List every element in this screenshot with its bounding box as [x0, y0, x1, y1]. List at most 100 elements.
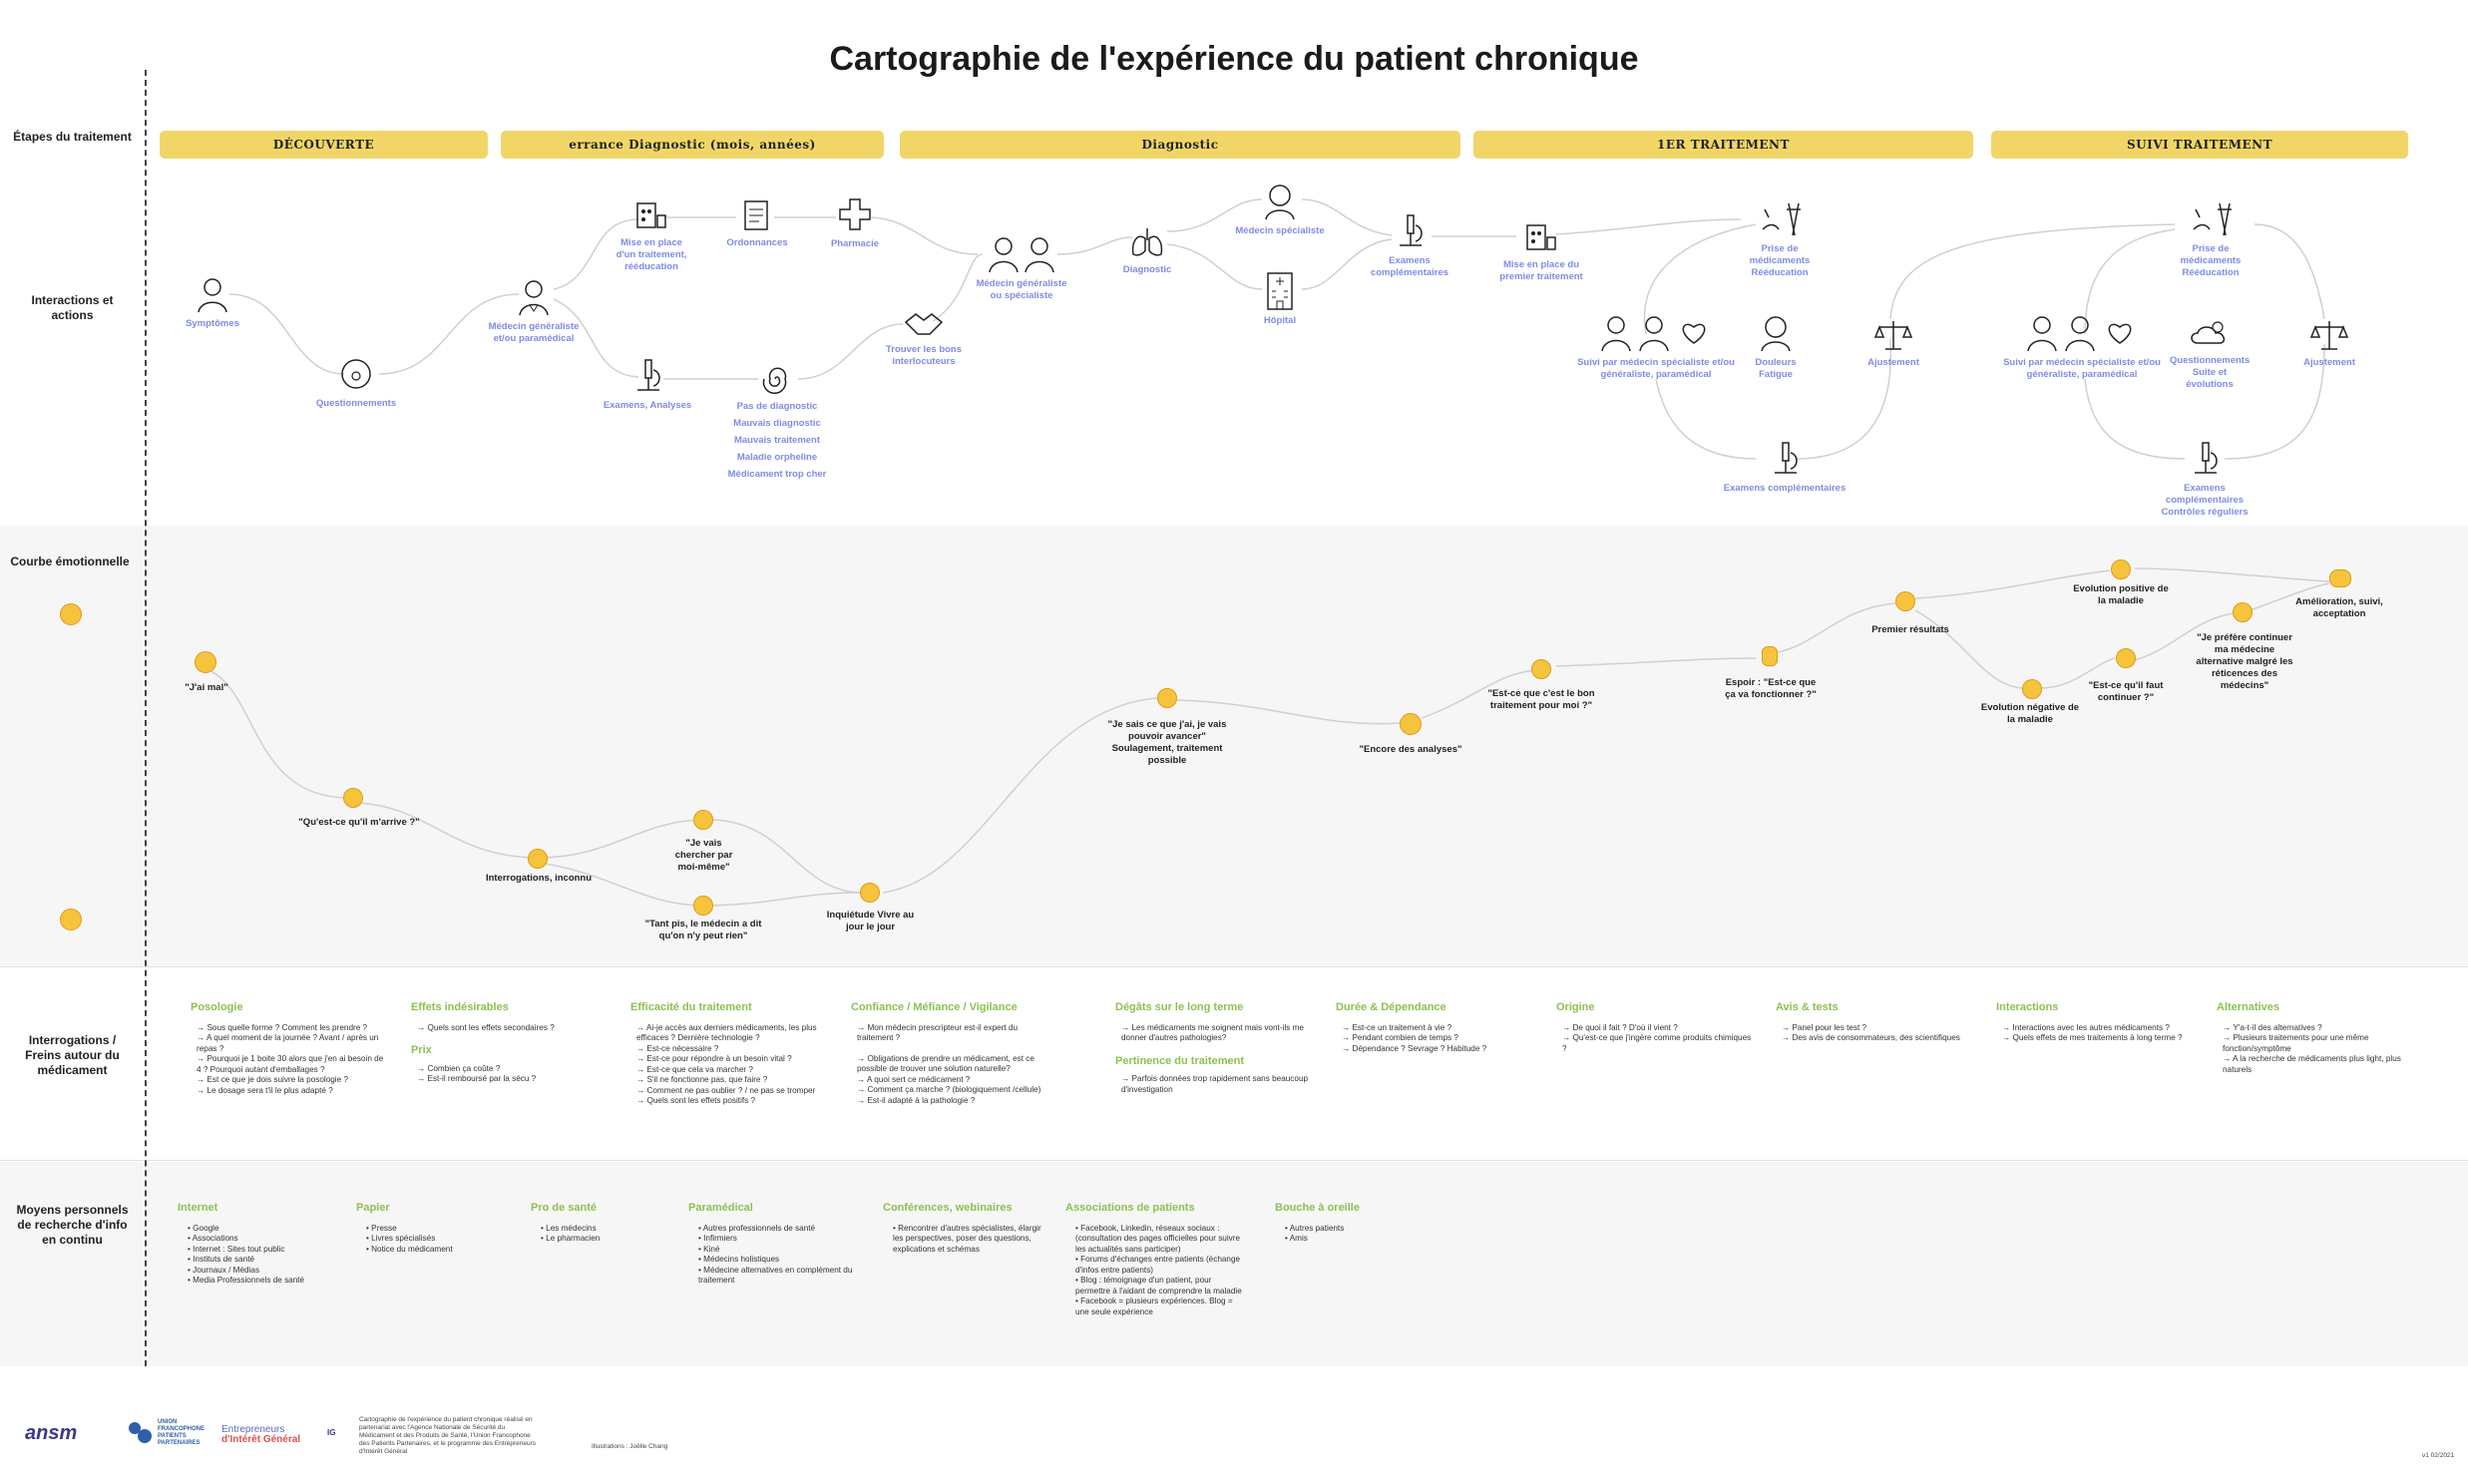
question-item: → Obligations de prendre un médicament, …	[857, 1053, 1034, 1074]
question-column: Origine→ De quoi il fait ? D'où il vient…	[1556, 1002, 1756, 1054]
label-ordonnances: Ordonnances	[726, 237, 788, 248]
sad-emoji-icon	[60, 909, 82, 930]
row-label-stages: Étapes du traitement	[13, 130, 132, 144]
lungs-icon	[1131, 228, 1163, 256]
label-pharmacie: Pharmacie	[830, 238, 880, 249]
node-medecin-specialiste: Médecin spécialiste	[1210, 182, 1350, 237]
question-item: → Quels sont les effets secondaires ?	[417, 1022, 555, 1032]
stage-diagnostic: Diagnostic	[900, 131, 1460, 159]
resigned-emoji-icon	[693, 896, 713, 916]
means-item: • Journaux / Médias	[188, 1265, 260, 1275]
means-item: • Le pharmacien	[541, 1234, 601, 1243]
prescription-icon	[744, 200, 768, 230]
emotion-band	[0, 526, 2468, 966]
emotion-tant-pis: "Tant pis, le médecin a dit qu'on n'y pe…	[644, 919, 762, 941]
means-item: • Facebook = plusieurs expériences. Blog…	[1075, 1297, 1233, 1316]
node-suivi-2: Suivi par médecin spécialiste et/ou géné…	[2002, 313, 2162, 381]
dizzy-emoji-icon	[860, 883, 880, 903]
node-medecin-gen-spec: Médecin généraliste ou spécialiste	[952, 234, 1091, 302]
question-column-title: Confiance / Méfiance / Vigilance	[851, 1001, 1018, 1013]
question-column-title: Avis & tests	[1776, 1001, 1839, 1013]
question-item: → Des avis de consommateurs, des scienti…	[1782, 1033, 1960, 1042]
question-item: → Est-ce nécessaire ?	[636, 1043, 719, 1053]
label-examens: Examens, Analyses	[603, 400, 692, 411]
means-column: Pro de santé• Les médecins• Le pharmacie…	[531, 1203, 670, 1245]
node-symptomes: Symptômes	[143, 274, 282, 330]
question-column-title: Dégâts sur le long terme	[1115, 1001, 1244, 1013]
means-column-title: Associations de patients	[1065, 1202, 1195, 1214]
pills-icon	[1526, 224, 1556, 250]
emotion-amelioration: Amélioration, suivi, acceptation	[2295, 596, 2383, 619]
means-item: • Kiné	[698, 1244, 720, 1254]
pleased-emoji-icon	[1895, 591, 1915, 611]
timeline-divider	[145, 70, 147, 1366]
row-label-means: Moyens personnels de recherche d'info en…	[16, 1203, 129, 1247]
question-item: → Est-il adapté à la pathologie ?	[857, 1095, 976, 1105]
uffp-logo-icon	[129, 1422, 152, 1443]
footer-credits: Cartographie de l'expérience du patient …	[359, 1416, 537, 1455]
node-ajustement-1: Ajustement	[1824, 317, 1963, 369]
handshake-icon	[904, 313, 944, 335]
label-trouver-interlocuteurs: Trouver les bons interlocuteurs	[885, 344, 963, 367]
question-item: → Sous quelle forme ? Comment les prendr…	[197, 1022, 368, 1032]
row-label-questions: Interrogations / Freins autour du médica…	[25, 1033, 120, 1077]
node-trouver-interlocuteurs: Trouver les bons interlocuteurs	[854, 304, 994, 368]
means-item: • Médecine alternatives en complément du…	[698, 1265, 853, 1286]
determined-emoji-icon	[693, 810, 713, 830]
footer-illustrations: Illustrations : Joëlle Chang	[592, 1443, 668, 1450]
microscope-icon	[637, 359, 660, 391]
node-questionnements: Questionnements	[286, 354, 426, 410]
stage-suivi: Suivi traitement	[1991, 131, 2408, 159]
relieved-emoji-icon	[1157, 688, 1177, 708]
question-item: → Interactions avec les autres médicamen…	[2002, 1022, 2170, 1032]
label-medicament-trop-cher: Médicament trop cher	[727, 469, 827, 480]
question-column-title: Interactions	[1996, 1001, 2059, 1013]
label-mise-en-place: Mise en place d'un traitement, rééducati…	[616, 237, 687, 272]
means-item: • Facebook, Linkedin, réseaux sociaux : …	[1075, 1223, 1241, 1254]
node-examens: Examens, Analyses	[578, 356, 717, 412]
emotion-positive: Evolution positive de la maladie	[2073, 583, 2169, 606]
ig-logo: IG	[327, 1428, 336, 1437]
question-item: → Combien ça coûte ?	[417, 1063, 501, 1073]
question-column-subtitle: Prix	[411, 1044, 432, 1056]
emotion-prefere: "Je préfère continuer ma médecine altern…	[2196, 632, 2293, 691]
question-item: → Y'a-t-il des alternatives ?	[2223, 1022, 2322, 1032]
question-column-title: Efficacité du traitement	[630, 1001, 752, 1013]
question-item: → S'il ne fonctionne pas, que faire ?	[636, 1075, 768, 1084]
question-item: → Plusieurs traitements pour une même fo…	[2223, 1033, 2369, 1053]
means-column-title: Papier	[356, 1202, 390, 1214]
means-item: • Médecins holistiques	[698, 1255, 780, 1264]
means-band	[0, 1162, 2468, 1366]
label-examens-complementaires-1: Examens complémentaires	[1723, 483, 1847, 494]
label-medecin-gen-spec: Médecin généraliste ou spécialiste	[976, 278, 1067, 301]
hospital-icon	[1267, 272, 1293, 310]
pharmacy-cross-icon	[839, 198, 871, 230]
node-prise-medicaments-2: Prise de médicaments Rééducation	[2141, 199, 2280, 279]
means-column: Internet• Google• Associations• Internet…	[178, 1203, 337, 1287]
node-douleurs: Douleurs Fatigue	[1706, 313, 1846, 381]
label-ajustement-1: Ajustement	[1867, 357, 1919, 368]
node-pas-diagnostic: Pas de diagnostic Mauvais diagnostic Mau…	[707, 361, 847, 481]
eye-roll-emoji-icon	[1400, 713, 1422, 735]
question-item: → Ai-je accès aux derniers médicaments, …	[636, 1022, 817, 1043]
question-item: → Est ce que je dois suivre la posologie…	[197, 1075, 349, 1084]
label-suivi-1: Suivi par médecin spécialiste et/ou géné…	[1577, 357, 1735, 380]
means-item: • Notice du médicament	[366, 1244, 453, 1254]
question-item: → Est-ce pour répondre à un besoin vital…	[636, 1054, 792, 1063]
emotion-jai-mal: "J'ai mal"	[185, 682, 228, 693]
means-column-title: Paramédical	[688, 1202, 753, 1214]
footer-version: v1 02/2021	[2422, 1452, 2455, 1459]
question-item: → Est-ce un traitement à vie ?	[1342, 1022, 1452, 1032]
scale-icon	[1873, 321, 1913, 350]
question-column: Durée & Dépendance→ Est-ce un traitement…	[1336, 1002, 1535, 1054]
question-column: Avis & tests→ Panel pour les test ?→ Des…	[1776, 1002, 1975, 1044]
question-column: Dégâts sur le long terme→ Les médicament…	[1115, 1002, 1315, 1095]
label-mise-premier-traitement: Mise en place du premier traitement	[1499, 259, 1583, 282]
label-examens-complementaires-2: Examens complémentaires Contrôles réguli…	[2161, 483, 2249, 518]
page-title: Cartographie de l'expérience du patient …	[829, 40, 1639, 78]
question-column: Posologie→ Sous quelle forme ? Comment l…	[191, 1002, 390, 1096]
label-medecin-specialiste: Médecin spécialiste	[1235, 225, 1325, 236]
emotion-je-sais: "Je sais ce que j'ai, je vais pouvoir av…	[1107, 719, 1227, 766]
doctors-icon	[989, 237, 1054, 273]
label-examens-complementaires: Examens complémentaires	[1370, 255, 1449, 278]
